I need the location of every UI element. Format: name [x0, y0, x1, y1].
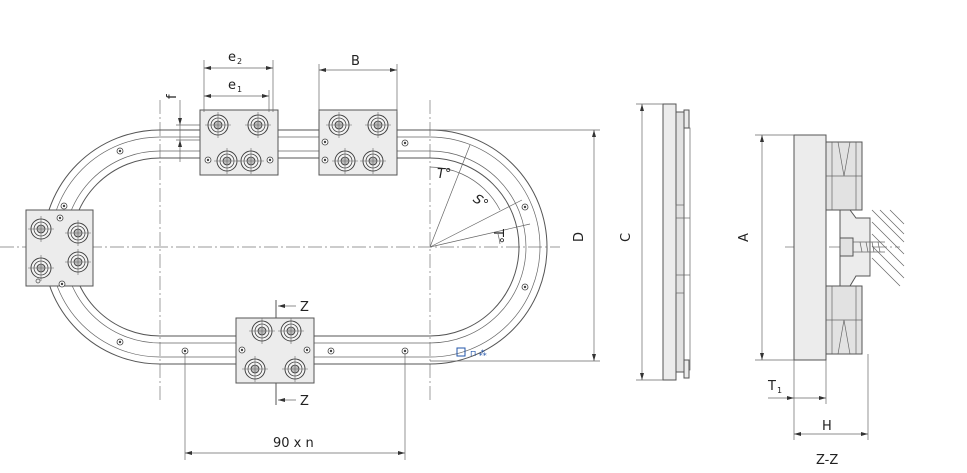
label-t1: T	[767, 379, 776, 394]
angle-line-s	[429, 199, 523, 248]
dimension-t1: T 1	[767, 360, 827, 440]
marker-glyph: ⊓ ⁂	[470, 348, 487, 358]
label-z-top: Z	[300, 300, 309, 315]
section-view-zz: A T 1 H Z-Z	[737, 134, 905, 468]
label-t-small-angle: T°	[490, 228, 505, 243]
dimension-h: H	[794, 354, 869, 440]
marker-icon	[456, 347, 466, 357]
section-marker-top: Z	[275, 300, 309, 318]
dimension-a: A	[737, 134, 794, 361]
label-z-bottom: Z	[300, 394, 309, 409]
label-pitch: 90 x n	[273, 436, 314, 451]
wall-hatching	[869, 209, 905, 287]
label-f: f	[165, 94, 180, 99]
dimension-b: B	[318, 54, 398, 112]
carriage-left	[25, 209, 94, 288]
label-s-angle: S°	[470, 192, 491, 213]
plan-view: T° S° T°	[0, 50, 600, 460]
dimension-pitch: 90 x n	[184, 353, 406, 460]
angle-arc-t	[429, 166, 463, 175]
dimension-d: D	[430, 129, 600, 362]
label-t1-sub: 1	[777, 386, 782, 395]
oval-track	[42, 129, 548, 365]
label-t-angle: T°	[437, 167, 451, 182]
angle-line-t	[429, 144, 471, 248]
angle-arc-small	[497, 233, 501, 245]
base-plate	[793, 134, 827, 361]
label-a: A	[737, 233, 752, 242]
label-b: B	[351, 54, 360, 69]
label-h: H	[822, 419, 832, 434]
side-view: C	[619, 103, 691, 381]
label-c: C	[619, 233, 634, 242]
dimension-e1: e 1	[204, 78, 270, 112]
label-e1: e	[228, 78, 236, 93]
carriage-top-left	[199, 109, 279, 176]
angle-line-small	[429, 223, 531, 248]
carriage-bottom	[235, 317, 315, 384]
label-e2: e	[228, 50, 236, 65]
carriage-top-right	[318, 109, 398, 176]
dimension-f: f	[165, 94, 200, 162]
angle-arc-s	[461, 173, 501, 211]
hex-bolt	[839, 237, 854, 257]
label-d: D	[572, 232, 587, 242]
label-section-zz: Z-Z	[816, 453, 838, 468]
dimension-e2: e 2	[203, 50, 274, 112]
label-e2-sub: 2	[237, 57, 242, 66]
label-e1-sub: 1	[237, 85, 242, 94]
section-marker-bottom: Z	[275, 383, 309, 409]
